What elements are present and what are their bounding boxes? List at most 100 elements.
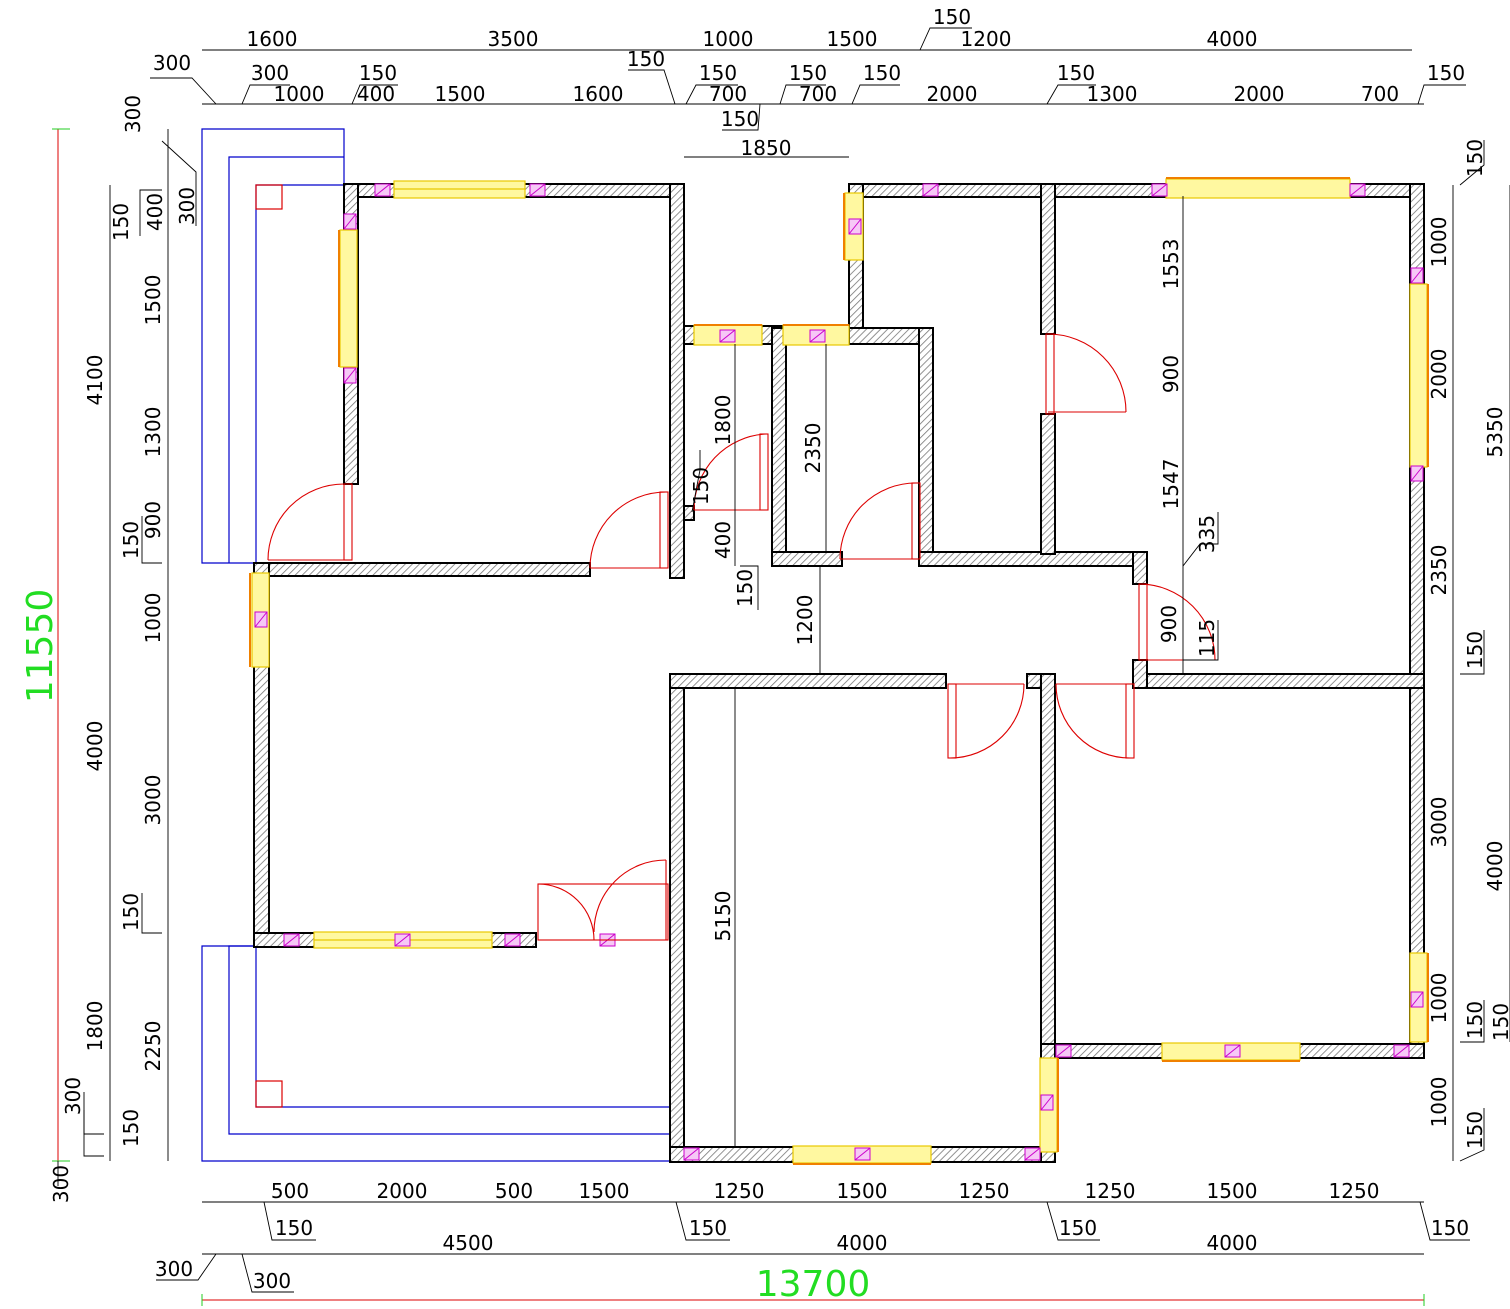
wall bbox=[1132, 673, 1425, 689]
dim-top-sub: 1000 bbox=[274, 82, 325, 106]
wall bbox=[669, 673, 685, 1163]
dim-right-inner: 150 bbox=[1463, 1001, 1487, 1039]
dim-top: 1000 bbox=[703, 27, 754, 51]
dim-left-inner: 900 bbox=[141, 501, 165, 539]
dim-bottom-sub: 4500 bbox=[443, 1231, 494, 1255]
dim-top-sub: 1300 bbox=[1087, 82, 1138, 106]
wall bbox=[669, 673, 947, 689]
dim-interior: 400 bbox=[711, 521, 735, 559]
dim-right-inner: 3000 bbox=[1427, 797, 1451, 848]
door-left-room-2 bbox=[589, 491, 669, 569]
dim-top-sub: 150 bbox=[789, 61, 827, 85]
marker bbox=[809, 329, 826, 343]
door-wc-2 bbox=[839, 482, 921, 560]
dim-interior: 150 bbox=[689, 467, 713, 505]
dim-right-inner: 1000 bbox=[1427, 217, 1451, 268]
wall bbox=[1132, 659, 1148, 689]
wall bbox=[683, 505, 695, 521]
dim-left-inner: 2250 bbox=[141, 1021, 165, 1072]
dim-bottom-sub: 4000 bbox=[837, 1231, 888, 1255]
dim-top-sub: 2000 bbox=[1234, 82, 1285, 106]
dim-left-inner: 400 bbox=[143, 193, 167, 231]
dim-bottom: 1250 bbox=[1085, 1179, 1136, 1203]
dim-top: 1600 bbox=[247, 27, 298, 51]
dim-top-sub: 400 bbox=[357, 82, 395, 106]
eave-outline-bottom-left-inner bbox=[255, 946, 670, 1108]
door-double-terrace bbox=[537, 859, 669, 941]
marker bbox=[504, 933, 521, 947]
lintel-markers bbox=[254, 183, 1424, 1161]
dim-bottom: 500 bbox=[495, 1179, 533, 1203]
dimension-lines bbox=[57, 27, 1510, 1293]
window-top-left bbox=[393, 180, 526, 199]
eave-outline-top-left-inner bbox=[255, 184, 344, 563]
dim-bottom: 1250 bbox=[959, 1179, 1010, 1203]
eave-outline-top-left-outer bbox=[201, 128, 345, 564]
wall bbox=[771, 551, 843, 567]
overall-height: 11550 bbox=[20, 589, 61, 704]
eave-outline-bottom-left-middle bbox=[228, 945, 670, 1135]
eave-outline-bottom-left-outer bbox=[201, 945, 670, 1162]
wall bbox=[669, 183, 685, 579]
dim-interior: 2350 bbox=[801, 423, 825, 474]
dim-left-outer: 4000 bbox=[83, 721, 107, 772]
dim-top-sub: 300 bbox=[153, 51, 191, 75]
door-living-2 bbox=[1055, 683, 1135, 759]
dim-top-sub: 150 bbox=[721, 107, 759, 131]
dim-top: 4000 bbox=[1207, 27, 1258, 51]
dim-right-outer: 5350 bbox=[1483, 407, 1507, 458]
wall bbox=[253, 562, 591, 577]
dim-top-sub: 700 bbox=[709, 82, 747, 106]
wall bbox=[918, 551, 1148, 567]
marker bbox=[1410, 465, 1424, 482]
door-left-room-1 bbox=[267, 483, 353, 561]
dim-bottom-sub: 4000 bbox=[1207, 1231, 1258, 1255]
dim-top: 1500 bbox=[827, 27, 878, 51]
dim-top-sub: 2000 bbox=[927, 82, 978, 106]
wall bbox=[1040, 183, 1056, 335]
dim-right-outer: 150 bbox=[1489, 1003, 1510, 1041]
dim-left-inner: 300 bbox=[175, 187, 199, 225]
marker bbox=[394, 933, 411, 947]
dim-bottom: 1500 bbox=[837, 1179, 888, 1203]
post-marker-bottom bbox=[255, 1080, 283, 1108]
marker bbox=[922, 183, 939, 197]
dim-interior: 115 bbox=[1195, 619, 1219, 657]
dim-left-inner: 1000 bbox=[141, 593, 165, 644]
marker bbox=[848, 218, 862, 235]
wall bbox=[1040, 673, 1056, 1055]
dim-left-inner: 300 bbox=[121, 95, 145, 133]
marker bbox=[1224, 1044, 1241, 1058]
doors bbox=[267, 333, 1216, 941]
dim-interior: 1553 bbox=[1159, 239, 1183, 290]
dim-bottom-sub: 150 bbox=[1431, 1216, 1469, 1240]
dim-interior: 1800 bbox=[711, 395, 735, 446]
dim-bottom-sub: 150 bbox=[689, 1216, 727, 1240]
door-right-room bbox=[1045, 333, 1127, 415]
dim-bottom-sub: 150 bbox=[1059, 1216, 1097, 1240]
eave-outlines bbox=[201, 128, 670, 1162]
dim-left-inner: 150 bbox=[119, 521, 143, 559]
dim-right-inner: 2350 bbox=[1427, 545, 1451, 596]
window-right-upper bbox=[1409, 283, 1429, 468]
dim-top-sub: 1500 bbox=[435, 82, 486, 106]
dim-right-inner: 150 bbox=[1463, 1111, 1487, 1149]
dim-left-inner: 1300 bbox=[141, 407, 165, 458]
window-left-upper bbox=[338, 229, 358, 368]
marker bbox=[283, 933, 300, 947]
dim-top-sub: 150 bbox=[863, 61, 901, 85]
dim-top-sub: 150 bbox=[1057, 61, 1095, 85]
marker bbox=[1393, 1044, 1410, 1058]
wall bbox=[771, 327, 787, 567]
door-living-1 bbox=[947, 683, 1025, 759]
dim-bottom-sub: 150 bbox=[275, 1216, 313, 1240]
dim-left-outer: 300 bbox=[61, 1077, 85, 1115]
dim-right-inner: 1000 bbox=[1427, 1077, 1451, 1128]
dim-top-sub: 700 bbox=[1361, 82, 1399, 106]
dim-left-outer: 300 bbox=[49, 1165, 73, 1203]
dim-left-outer: 4100 bbox=[83, 355, 107, 406]
dim-top-1850: 1850 bbox=[741, 136, 792, 160]
wall bbox=[1040, 413, 1056, 555]
dim-bottom: 1250 bbox=[1329, 1179, 1380, 1203]
